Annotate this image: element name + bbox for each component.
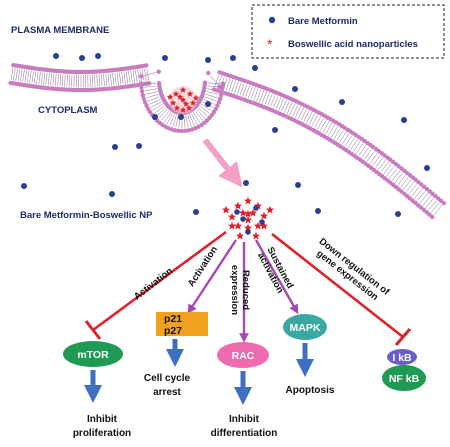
node-rac: RAC [217,342,269,368]
edge-label-rac: Reduced expression [229,265,251,315]
edge-p21-activate [187,239,238,315]
svg-text:RAC: RAC [232,350,255,362]
edge-mapk-activate [254,239,299,315]
node-mapk: MAPK [283,314,327,340]
outcome-mapk: Apoptosis [286,385,335,396]
svg-text:mTOR: mTOR [77,349,109,361]
svg-text:p21: p21 [164,313,182,325]
edge-label-p21: Activation [186,244,220,289]
legend-label-boswellic: Boswellic acid nanoparticles [288,39,418,50]
svg-text:Reduced: Reduced [240,270,251,310]
edge-mtor-inhibit [84,230,227,340]
edge-label-mtor: Activation [132,265,175,302]
svg-text:expression: expression [229,265,240,315]
plasma-membrane-label: PLASMA MEMBRANE [11,25,109,36]
entry-arrow [202,138,243,188]
legend-box [251,4,445,59]
legend: Bare Metformin * Boswellic acid nanopart… [251,4,445,59]
node-mtor: mTOR [63,341,123,367]
svg-text:differentiation: differentiation [211,428,278,439]
legend-label-metformin: Bare Metformin [288,16,358,27]
svg-text:arrest: arrest [153,387,181,398]
svg-text:Cell cycle: Cell cycle [144,373,191,384]
svg-text:Inhibit: Inhibit [229,414,260,425]
metformin-boswellic-np-cluster [222,196,274,240]
svg-text:p27: p27 [164,325,182,337]
svg-text:Inhibit: Inhibit [87,414,118,425]
metformin-molecules [21,53,430,217]
node-p21-p27: p21 p27 [156,312,208,337]
svg-text:Activation: Activation [186,244,220,289]
edge-nfkb-inhibit [271,232,412,346]
outcome-p21: Cell cycle arrest [144,373,191,398]
plasma-membrane [8,62,446,220]
cytoplasm-label: CYTOPLASM [38,105,98,116]
complex-label: Bare Metformin-Boswellic NP [20,210,153,221]
node-ikb [387,349,417,365]
node-nfkb [382,365,426,391]
blue-dot-icon [268,16,276,24]
node-nfkb-complex: I kB NF kB [382,349,426,391]
svg-text:Activation: Activation [132,265,175,302]
outcome-rac: Inhibit differentiation [211,414,278,439]
svg-text:NF kB: NF kB [389,373,420,385]
svg-text:MAPK: MAPK [290,322,321,334]
outcome-mtor: Inhibit proliferation [73,414,131,439]
edge-label-mapk: Sustained activation [255,245,296,295]
svg-text:Apoptosis: Apoptosis [286,385,335,396]
svg-text:I kB: I kB [392,352,412,364]
nanoparticle-in-membrane [166,86,200,120]
red-star-icon: * [267,36,273,52]
svg-text:proliferation: proliferation [73,428,131,439]
